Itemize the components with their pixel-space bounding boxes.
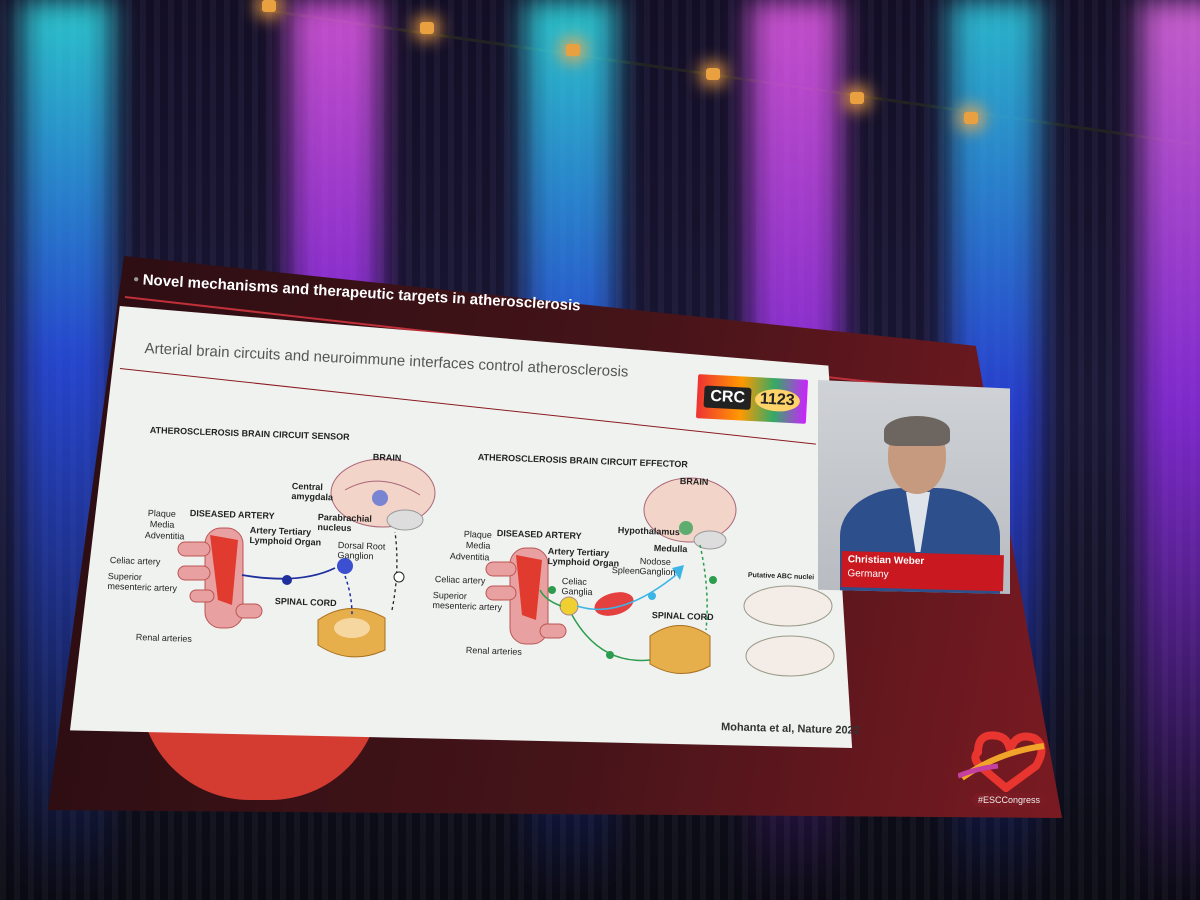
- spot-light: [566, 44, 580, 56]
- speaker-nameplate: Christian Weber Germany: [841, 551, 1004, 592]
- label-renal-right: Renal arteries: [465, 645, 522, 657]
- crc-logo: CRC 1123: [695, 374, 809, 424]
- label-superior-mesenteric-right: Superior mesenteric artery: [432, 590, 503, 613]
- label-spinal-cord-right: SPINAL CORD: [651, 610, 714, 623]
- label-plaque-right: Plaque: [463, 529, 493, 540]
- spot-light: [420, 22, 434, 34]
- speaker-hair: [884, 416, 950, 446]
- label-celiac-right: Celiac artery: [434, 574, 486, 586]
- label-hypothalamus: Hypothalamus: [617, 525, 680, 538]
- label-plaque: Plaque: [147, 508, 177, 519]
- label-central-amygdala: Central amygdala: [291, 481, 334, 503]
- label-brain: BRAIN: [372, 452, 402, 463]
- label-celiac-ganglia: Celiac Ganglia: [561, 576, 593, 598]
- spot-light: [964, 112, 978, 124]
- spot-light: [706, 68, 720, 80]
- label-atlo: Artery Tertiary Lymphoid Organ: [249, 525, 322, 548]
- label-medulla: Medulla: [653, 543, 688, 555]
- spot-light: [850, 92, 864, 104]
- label-media: Media: [149, 519, 175, 530]
- crc-logo-text: CRC: [703, 385, 752, 410]
- speaker-name: Christian Weber: [847, 554, 925, 568]
- label-spinal-cord-left: SPINAL CORD: [274, 596, 337, 609]
- spot-light: [262, 0, 276, 12]
- label-atlo-right: Artery Tertiary Lymphoid Organ: [547, 546, 620, 569]
- label-superior-mesenteric: Superior mesenteric artery: [107, 571, 178, 594]
- label-brain-right: BRAIN: [679, 476, 709, 487]
- label-nodose: Nodose Ganglion: [639, 556, 676, 578]
- label-drg: Dorsal Root Ganglion: [337, 540, 386, 562]
- speaker-country: Germany: [847, 568, 889, 581]
- label-adventitia: Adventitia: [144, 530, 185, 542]
- label-celiac: Celiac artery: [109, 555, 161, 567]
- crc-logo-number: 1123: [754, 388, 801, 413]
- label-renal: Renal arteries: [135, 632, 192, 644]
- curtain-light-magenta-3: [1140, 0, 1200, 900]
- label-media-right: Media: [465, 540, 491, 551]
- label-adventitia-right: Adventitia: [449, 551, 490, 563]
- esc-hashtag: #ESCCongress: [972, 793, 1047, 807]
- esc-heart-logo: [958, 731, 1046, 792]
